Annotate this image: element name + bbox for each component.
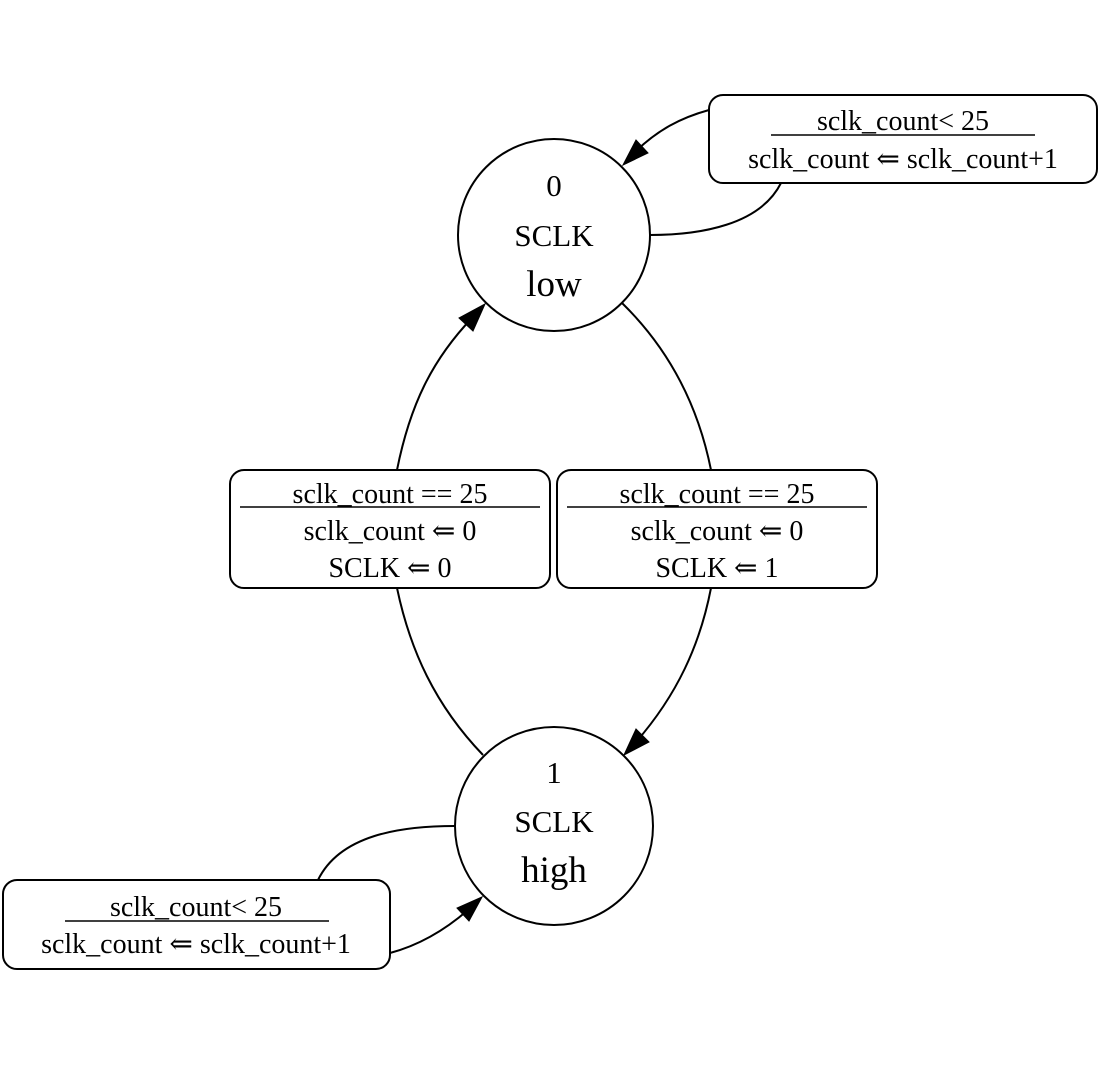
state-1-number: 1 — [546, 755, 562, 790]
arrowhead-high-to-low — [458, 302, 487, 332]
arrowhead-self-loop-low — [621, 139, 649, 167]
arrowhead-low-to-high — [622, 728, 650, 757]
condition-text: sclk_count == 25 — [293, 479, 488, 510]
state-0: 0 SCLK low — [457, 138, 651, 332]
edge-self-loop-low-in — [635, 109, 710, 152]
transition-label-self-loop-low: sclk_count< 25 sclk_count ⇐ sclk_count+1 — [708, 94, 1098, 184]
state-0-line1: SCLK — [514, 218, 594, 253]
condition-text: sclk_count< 25 — [817, 106, 989, 137]
label-box-high-to-low — [229, 469, 551, 589]
action-text-1: sclk_count ⇐ 0 — [631, 516, 804, 547]
action-text-2: SCLK ⇐ 0 — [328, 553, 451, 584]
state-1: 1 SCLK high — [454, 726, 654, 926]
action-text-2: SCLK ⇐ 1 — [655, 553, 778, 584]
condition-text: sclk_count == 25 — [620, 479, 815, 510]
condition-text: sclk_count< 25 — [110, 892, 282, 923]
edge-self-loop-low-out — [649, 182, 782, 236]
label-box-self-loop-low — [708, 94, 1098, 184]
state-1-line2: high — [521, 850, 587, 891]
action-text: sclk_count ⇐ sclk_count+1 — [748, 144, 1058, 175]
action-text-1: sclk_count ⇐ 0 — [304, 516, 477, 547]
transition-label-self-loop-high: sclk_count< 25 sclk_count ⇐ sclk_count+1 — [2, 879, 391, 970]
edge-self-loop-high-in — [389, 909, 469, 954]
action-text: sclk_count ⇐ sclk_count+1 — [41, 929, 351, 960]
state-1-line1: SCLK — [514, 804, 594, 839]
edge-high-to-low-upper — [396, 317, 473, 471]
state-0-circle — [457, 138, 651, 332]
label-box-low-to-high — [556, 469, 878, 589]
edge-high-to-low-lower — [396, 587, 484, 756]
label-box-self-loop-high — [2, 879, 391, 970]
transition-label-high-to-low: sclk_count == 25 sclk_count ⇐ 0 SCLK ⇐ 0 — [229, 469, 551, 589]
transition-label-low-to-high: sclk_count == 25 sclk_count ⇐ 0 SCLK ⇐ 1 — [556, 469, 878, 589]
state-0-number: 0 — [546, 168, 562, 203]
edge-self-loop-high-out — [317, 825, 456, 881]
edge-low-to-high-upper — [621, 302, 712, 471]
state-1-circle — [454, 726, 654, 926]
state-0-line2: low — [526, 264, 582, 305]
arrowhead-self-loop-high — [456, 895, 484, 922]
edge-low-to-high-lower — [635, 587, 712, 743]
